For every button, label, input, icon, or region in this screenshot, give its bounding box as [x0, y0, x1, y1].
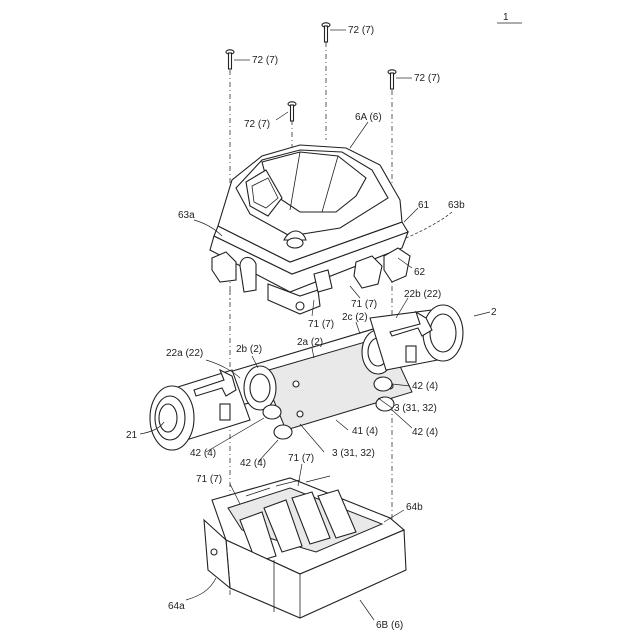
label-screw-72-top: 72 (7)	[348, 25, 374, 36]
label-screw-72-left: 72 (7)	[252, 55, 278, 66]
figure-number: 1	[503, 12, 509, 23]
label-lower-cover-64a: 64a	[168, 601, 185, 612]
label-pipe-end-22b: 22b (22)	[404, 289, 441, 300]
label-fastener-71-left: 71 (7)	[308, 319, 334, 330]
label-latch-62: 62	[414, 267, 426, 278]
label-fastener-71-lower-left: 71 (7)	[196, 474, 222, 485]
screw-72-left	[226, 50, 234, 69]
label-bracket-3-bottom: 3 (31, 32)	[332, 448, 375, 459]
label-fastener-71-lower-mid: 71 (7)	[288, 453, 314, 464]
label-sensor-42-left: 42 (4)	[190, 448, 216, 459]
label-lower-cover-6b: 6B (6)	[376, 620, 403, 631]
label-pipe-assembly-2: 2	[491, 307, 497, 318]
label-bracket-3-right: 3 (31, 32)	[394, 403, 437, 414]
pipe-end-21	[150, 370, 250, 450]
label-sensor-42-bottom: 42 (4)	[240, 458, 266, 469]
label-pipe-end-22a: 22a (22)	[166, 348, 203, 359]
upper-cover-6a	[210, 145, 410, 314]
screw-72-right	[388, 70, 396, 89]
label-lower-cover-64b: 64b	[406, 502, 423, 513]
label-pipe-2b: 2b (2)	[236, 344, 262, 355]
label-screw-72-right: 72 (7)	[414, 73, 440, 84]
label-screw-72-mid: 72 (7)	[244, 119, 270, 130]
label-sensor-42-right-lower: 42 (4)	[412, 427, 438, 438]
label-pipe-2c: 2c (2)	[342, 312, 368, 323]
screw-72-top	[322, 23, 330, 42]
lower-cover-6b	[204, 476, 406, 618]
label-housing-63a: 63a	[178, 210, 195, 221]
label-board-41: 41 (4)	[352, 426, 378, 437]
label-part-61: 61	[418, 200, 430, 211]
label-pipe-2a: 2a (2)	[297, 337, 323, 348]
label-sensor-42-right-upper: 42 (4)	[412, 381, 438, 392]
label-pipe-end-21: 21	[126, 430, 138, 441]
screw-72-mid	[288, 102, 296, 121]
label-upper-cover-6a: 6A (6)	[355, 112, 382, 123]
label-fastener-71-right: 71 (7)	[351, 299, 377, 310]
pipe-end-22b	[370, 305, 463, 370]
label-housing-63b: 63b	[448, 200, 465, 211]
